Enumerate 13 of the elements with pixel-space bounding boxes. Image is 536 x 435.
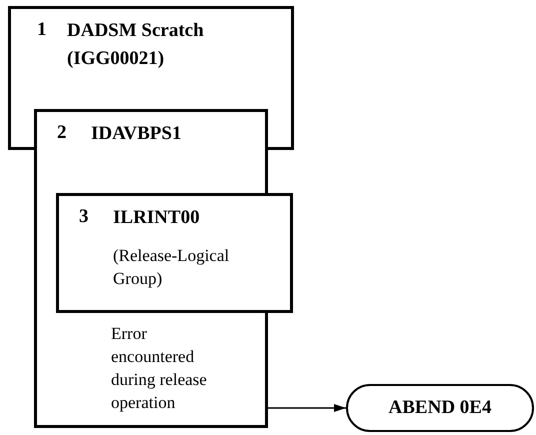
step-number: 1 — [37, 18, 46, 42]
step-heading: DADSM Scratch (IGG00021) — [67, 19, 205, 71]
process-box — [8, 6, 294, 109]
step-number: 2 — [57, 121, 66, 145]
process-box — [56, 193, 293, 313]
terminal-pill — [346, 384, 534, 432]
step-heading: IDAVBPS1 — [91, 122, 182, 146]
step-description: (Release-Logical Group) — [113, 245, 230, 290]
terminal-label: ABEND 0E4 — [388, 396, 492, 420]
error-note: Error encountered during release operation — [111, 323, 208, 414]
arrow — [268, 404, 346, 412]
step-number: 3 — [79, 205, 88, 229]
step-heading: ILRINT00 — [113, 206, 201, 230]
